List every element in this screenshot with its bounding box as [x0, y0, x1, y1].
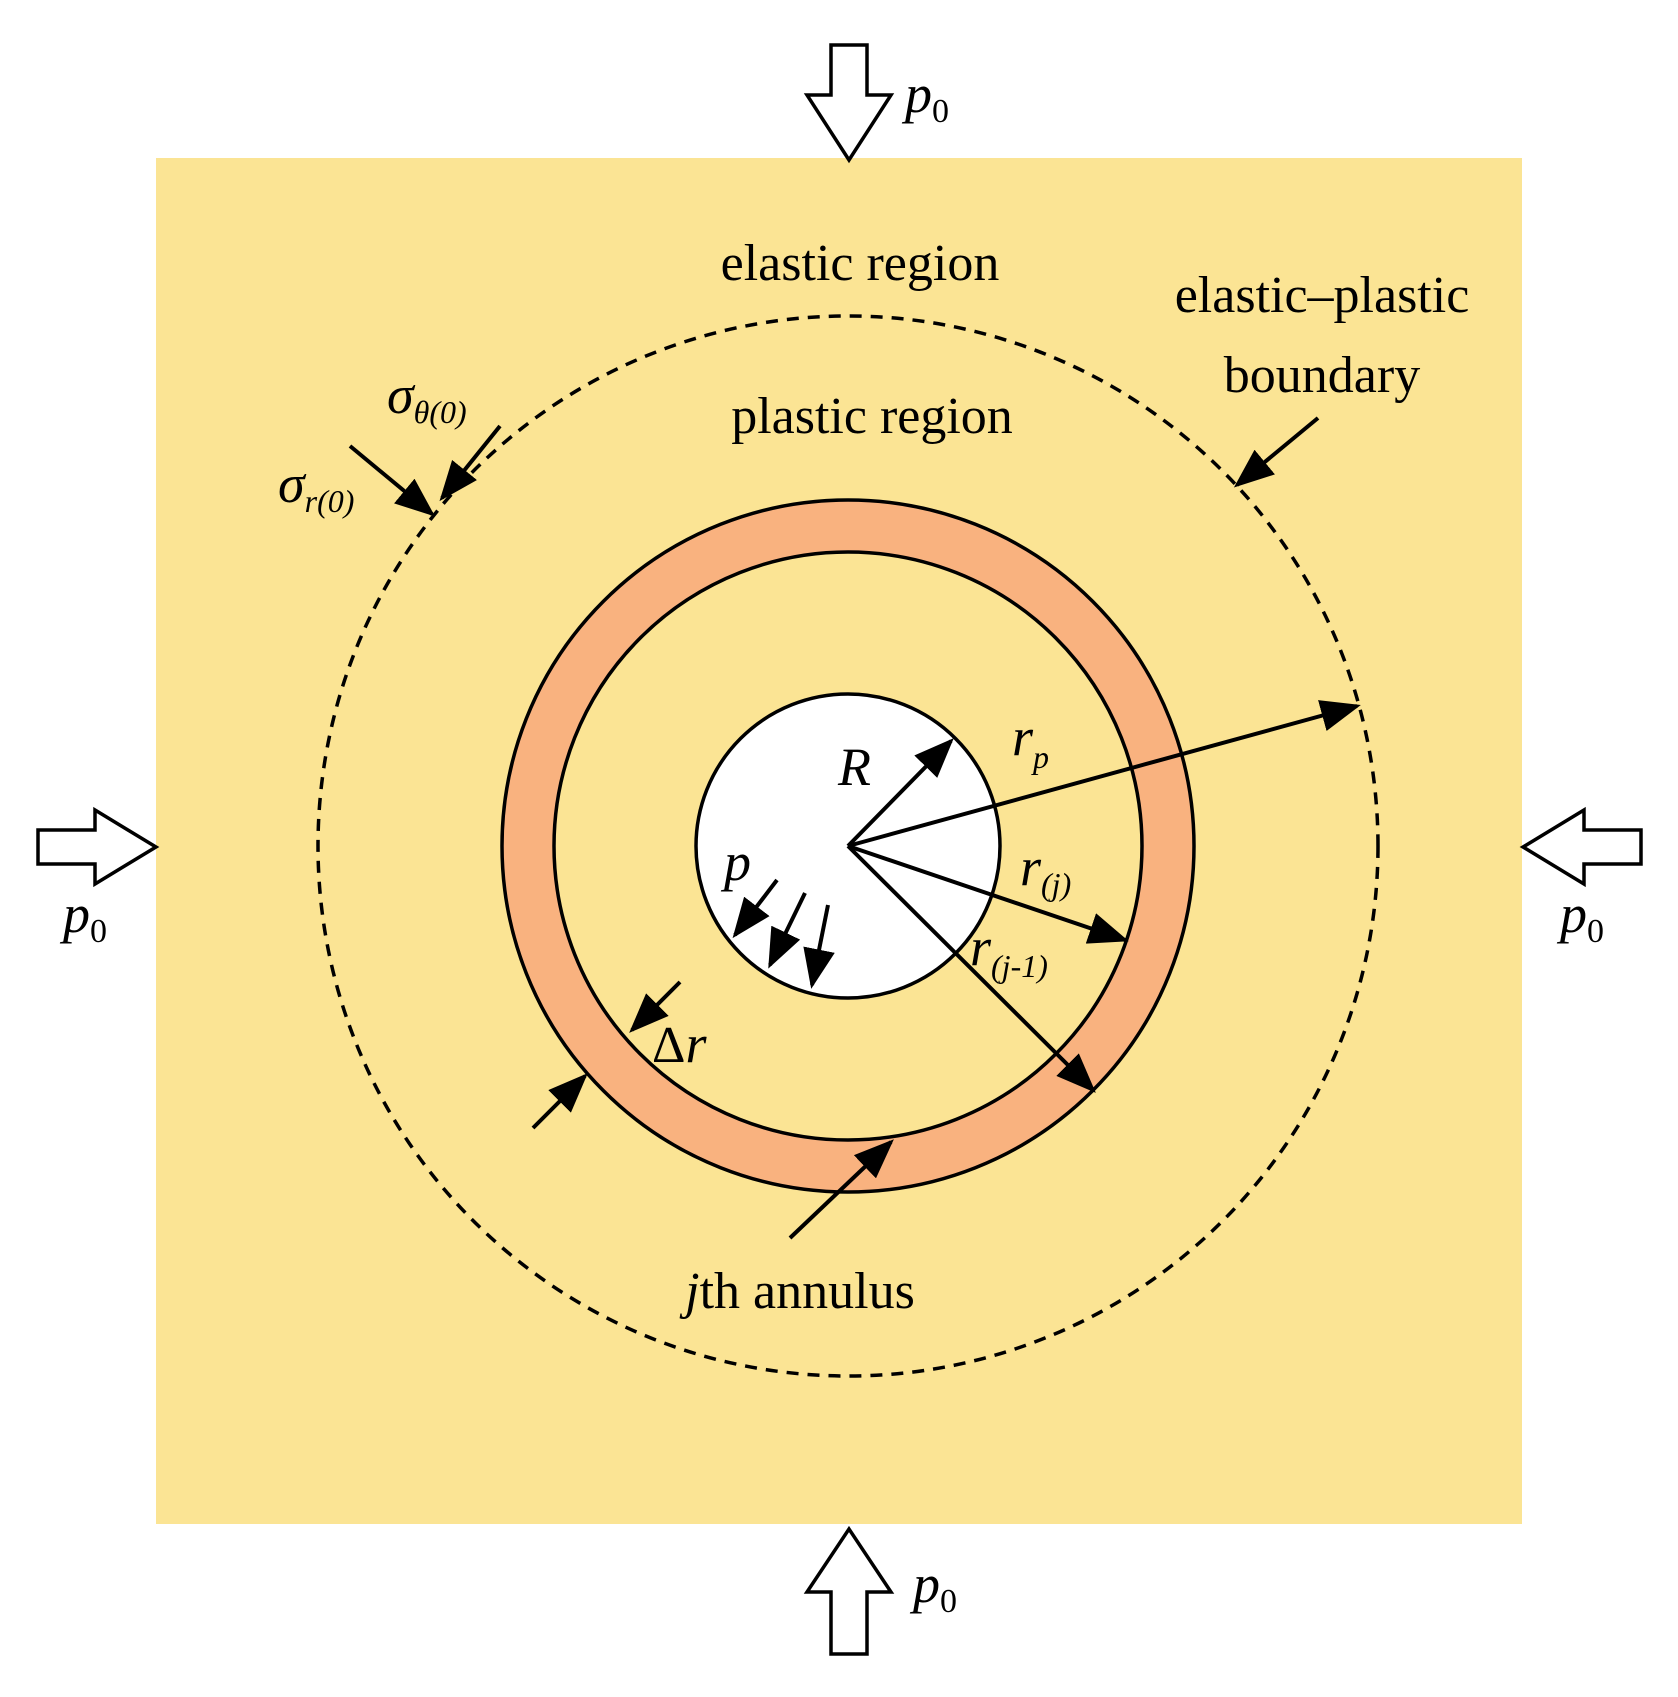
boundary-label-line2: boundary	[1224, 347, 1420, 404]
delta-r-arrow-inner	[629, 980, 682, 1033]
elastic-plastic-boundary	[316, 314, 1380, 1378]
load-label-bottom: p0	[909, 1554, 957, 1620]
sigma-r-label: σr(0)	[278, 454, 354, 519]
pressure-arrow-2	[768, 892, 807, 969]
boundary-label-line1: elastic–plastic	[1175, 267, 1470, 324]
load-label-top: p0	[901, 64, 949, 130]
sigma-theta-label: σθ(0)	[387, 365, 467, 430]
pressure-arrow-1	[732, 878, 779, 939]
elastic-region-label: elastic region	[721, 235, 1000, 292]
radius-rj-label: r(j)	[1020, 837, 1071, 902]
load-label-left: p0	[59, 884, 107, 950]
sigma-r-arrow	[348, 444, 436, 517]
internal-pressure-label: p	[720, 832, 751, 892]
delta-r-arrow-outer	[531, 1073, 588, 1130]
radius-rp-arrow	[847, 700, 1361, 848]
boundary-pointer-arrow	[1233, 416, 1320, 488]
annulus-label: jth annulus	[679, 1263, 915, 1320]
annulus-pointer-arrow	[788, 1139, 894, 1240]
radius-rp-label: rp	[1012, 707, 1049, 775]
load-arrow-top	[803, 43, 895, 164]
load-arrow-bottom	[803, 1525, 895, 1656]
radius-R-arrow	[846, 738, 954, 848]
load-label-right: p0	[1556, 884, 1604, 950]
load-arrow-left	[36, 806, 160, 888]
radius-rj1-arrow	[846, 844, 1096, 1093]
radius-rj-arrow	[847, 844, 1129, 944]
radius-rj1-label: r(j-1)	[970, 917, 1048, 984]
annulus-label-text: th annulus	[700, 1263, 915, 1320]
pressure-arrow-3	[803, 904, 835, 989]
radius-R-label: R	[837, 737, 871, 797]
sigma-theta-arrow	[439, 424, 502, 502]
delta-r-label: Δr	[652, 1014, 707, 1074]
annulus-label-j: j	[679, 1263, 699, 1320]
load-arrow-right	[1519, 806, 1643, 888]
plastic-region-label: plastic region	[731, 388, 1013, 445]
